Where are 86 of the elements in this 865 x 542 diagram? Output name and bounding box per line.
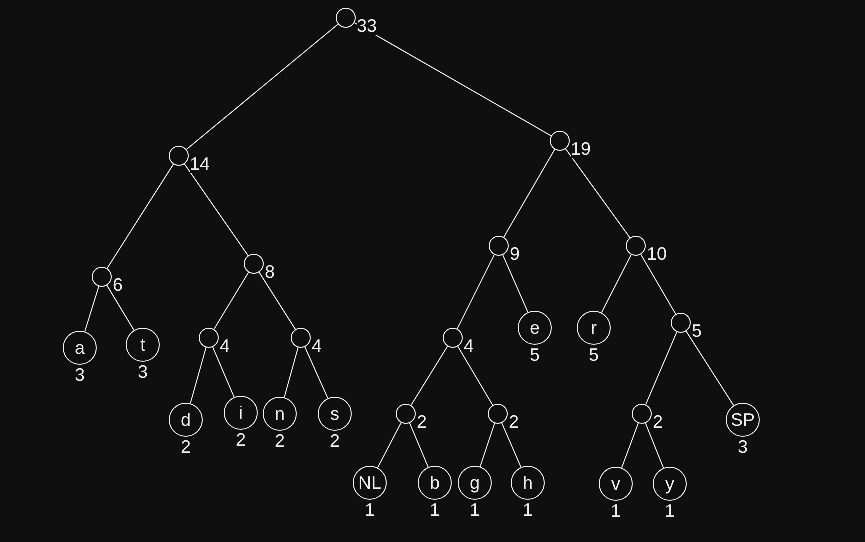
weight-label: 3	[75, 366, 85, 384]
tree-edge	[645, 332, 678, 406]
weight-label: 9	[510, 245, 520, 263]
weight-label: 6	[113, 276, 124, 294]
tree-edge	[354, 22, 552, 137]
leaf-node-circle: s	[318, 397, 352, 431]
tree-edge	[377, 422, 402, 468]
leaf-node-circle: h	[511, 466, 545, 500]
leaf-node-circle: i	[224, 396, 258, 430]
leaf-node-circle: n	[263, 397, 297, 431]
tree-edge	[258, 272, 296, 330]
tree-edge	[504, 149, 556, 238]
internal-node-circle	[626, 236, 646, 256]
internal-node-circle	[199, 328, 219, 348]
leaf-node-circle: v	[599, 467, 633, 501]
tree-edge	[190, 347, 207, 404]
tree-edge	[410, 346, 448, 406]
tree-edge	[184, 164, 249, 256]
leaf-node-circle: e	[518, 311, 552, 345]
weight-label: 19	[571, 140, 592, 158]
tree-edge	[212, 346, 235, 398]
weight-label: 3	[738, 438, 748, 456]
internal-node-circle	[550, 131, 570, 151]
weight-label: 4	[220, 337, 230, 355]
weight-label: 2	[509, 413, 520, 431]
internal-node-circle	[244, 254, 264, 274]
tree-edge	[565, 148, 631, 238]
tree-edge	[106, 285, 135, 331]
tree-edge	[458, 346, 494, 406]
weight-label: 1	[665, 502, 675, 520]
tree-edge	[284, 347, 299, 398]
weight-label: 1	[470, 501, 480, 519]
tree-edge	[480, 422, 496, 468]
leaf-node-circle: NL	[353, 466, 387, 500]
tree-edge	[645, 422, 664, 469]
weight-label: 5	[589, 346, 599, 364]
weight-label: 1	[365, 501, 375, 519]
weight-label: 2	[236, 431, 246, 449]
tree-edge	[304, 346, 329, 399]
internal-node-circle	[671, 313, 691, 333]
weight-label: 2	[330, 432, 340, 450]
weight-label: 2	[653, 413, 664, 431]
internal-node-circle	[396, 404, 416, 424]
internal-node-circle	[92, 267, 112, 287]
weight-label: 1	[523, 501, 533, 519]
weight-label: 33	[357, 17, 378, 35]
internal-node-circle	[488, 404, 508, 424]
weight-label: 4	[464, 337, 474, 355]
tree-edge	[84, 286, 100, 332]
tree-edge	[621, 422, 640, 469]
tree-edge	[409, 422, 429, 468]
internal-node-circle	[169, 146, 189, 166]
weight-label: 3	[138, 363, 148, 381]
internal-node-circle	[443, 328, 463, 348]
internal-node-circle	[632, 404, 652, 424]
internal-node-circle	[291, 328, 311, 348]
tree-edge	[214, 272, 250, 330]
tree-edge	[501, 422, 522, 468]
tree-edge	[106, 164, 174, 270]
leaf-node-circle: SP	[726, 403, 760, 437]
tree-edge	[186, 24, 339, 150]
weight-label: 14	[190, 155, 210, 173]
weight-label: 10	[647, 245, 668, 263]
tree-edge	[456, 254, 496, 330]
leaf-node-circle: b	[418, 466, 452, 500]
leaf-node-circle: a	[63, 331, 97, 365]
weight-label: 1	[611, 502, 621, 520]
internal-node-circle	[336, 8, 356, 28]
leaf-node-circle: d	[169, 403, 203, 437]
leaf-node-circle: g	[458, 466, 492, 500]
internal-node-circle	[489, 236, 509, 256]
tree-edge	[502, 254, 529, 313]
leaf-node-circle: t	[126, 328, 160, 362]
weight-label: 1	[430, 501, 440, 519]
weight-label: 5	[530, 346, 540, 364]
weight-label: 2	[417, 413, 428, 431]
tree-edge	[601, 254, 632, 314]
weight-label: 8	[265, 263, 276, 281]
weight-label: 2	[181, 438, 191, 456]
leaf-node-circle: y	[653, 467, 687, 501]
weight-label: 5	[692, 322, 702, 340]
leaf-node-circle: r	[577, 311, 611, 345]
tree-edge	[640, 254, 676, 315]
weight-label: 2	[275, 432, 285, 450]
weight-label: 4	[312, 337, 322, 355]
tree-edge	[686, 330, 734, 406]
